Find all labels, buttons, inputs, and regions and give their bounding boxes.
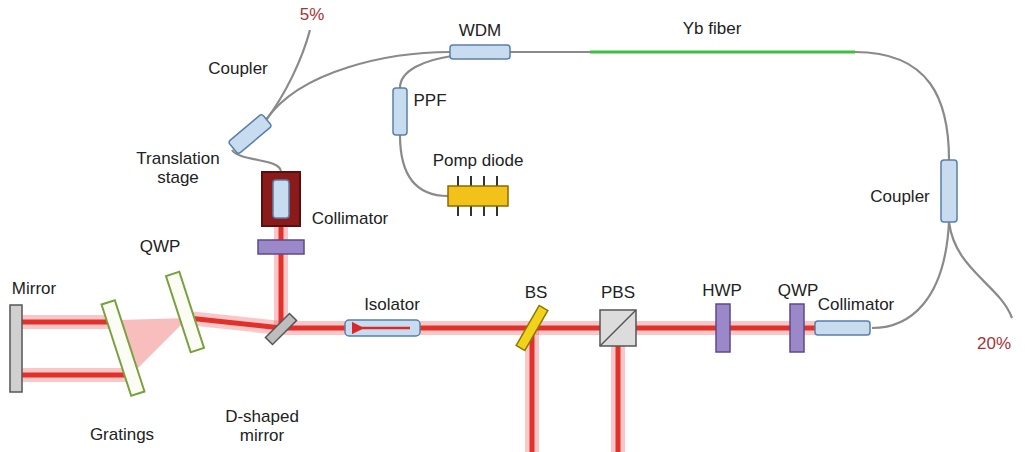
beam [188, 318, 281, 328]
pbs-cube [600, 310, 636, 346]
fiber [510, 51, 590, 53]
fiber [855, 52, 949, 160]
fiber-group [232, 30, 1012, 328]
component-label: QWP [140, 238, 181, 257]
coupler [228, 114, 272, 155]
beam [22, 368, 128, 382]
component-label: Coupler [208, 60, 268, 79]
component-label: Translation stage [122, 150, 234, 187]
grating [102, 300, 145, 396]
component-label: Mirror [12, 280, 56, 299]
beam [530, 328, 535, 452]
component-label: Pomp diode [433, 152, 524, 171]
component-label: D-shaped mirror [216, 408, 308, 445]
fiber [266, 30, 310, 120]
component-label: Collimator [818, 296, 895, 315]
beam-glow [22, 226, 870, 452]
component-label: HWP [702, 282, 742, 301]
component-label: BS [525, 284, 548, 303]
component-label: Yb fiber [683, 20, 742, 39]
component-label: Collimator [312, 210, 389, 229]
component-label: Isolator [364, 296, 420, 315]
component-label: 20% [977, 335, 1011, 354]
beam [22, 373, 128, 378]
beam [281, 321, 870, 335]
waveplate [258, 240, 304, 254]
d-shaped-mirror [265, 313, 296, 344]
beam-splitter [516, 306, 548, 351]
fiber [266, 52, 450, 120]
collimator [273, 180, 289, 218]
isolator [345, 320, 420, 336]
waveplate [790, 304, 804, 352]
beam-core [22, 226, 870, 452]
component-label: QWP [778, 282, 819, 301]
component-label: WDM [459, 22, 501, 41]
component-label: Coupler [870, 188, 930, 207]
fiber [400, 56, 452, 88]
collimator [815, 321, 870, 335]
component-label: PPF [413, 92, 446, 111]
fiber [949, 222, 1012, 318]
pbs-diagonal [600, 310, 636, 346]
beam [616, 346, 621, 452]
yb-fiber [590, 51, 855, 54]
waveplate [716, 304, 730, 352]
translation-stage [262, 172, 300, 226]
end-mirror [10, 305, 22, 392]
isolator-arrow [358, 327, 410, 330]
grating [166, 272, 204, 352]
component-label: Gratings [90, 426, 154, 445]
component-label: 5% [300, 6, 325, 25]
wdm [450, 45, 510, 59]
pump-diode [448, 186, 508, 206]
beam [22, 320, 120, 325]
component-label: PBS [601, 284, 635, 303]
beam [188, 318, 281, 328]
beam [611, 346, 625, 452]
coupler [941, 160, 957, 222]
ppf [393, 88, 407, 135]
